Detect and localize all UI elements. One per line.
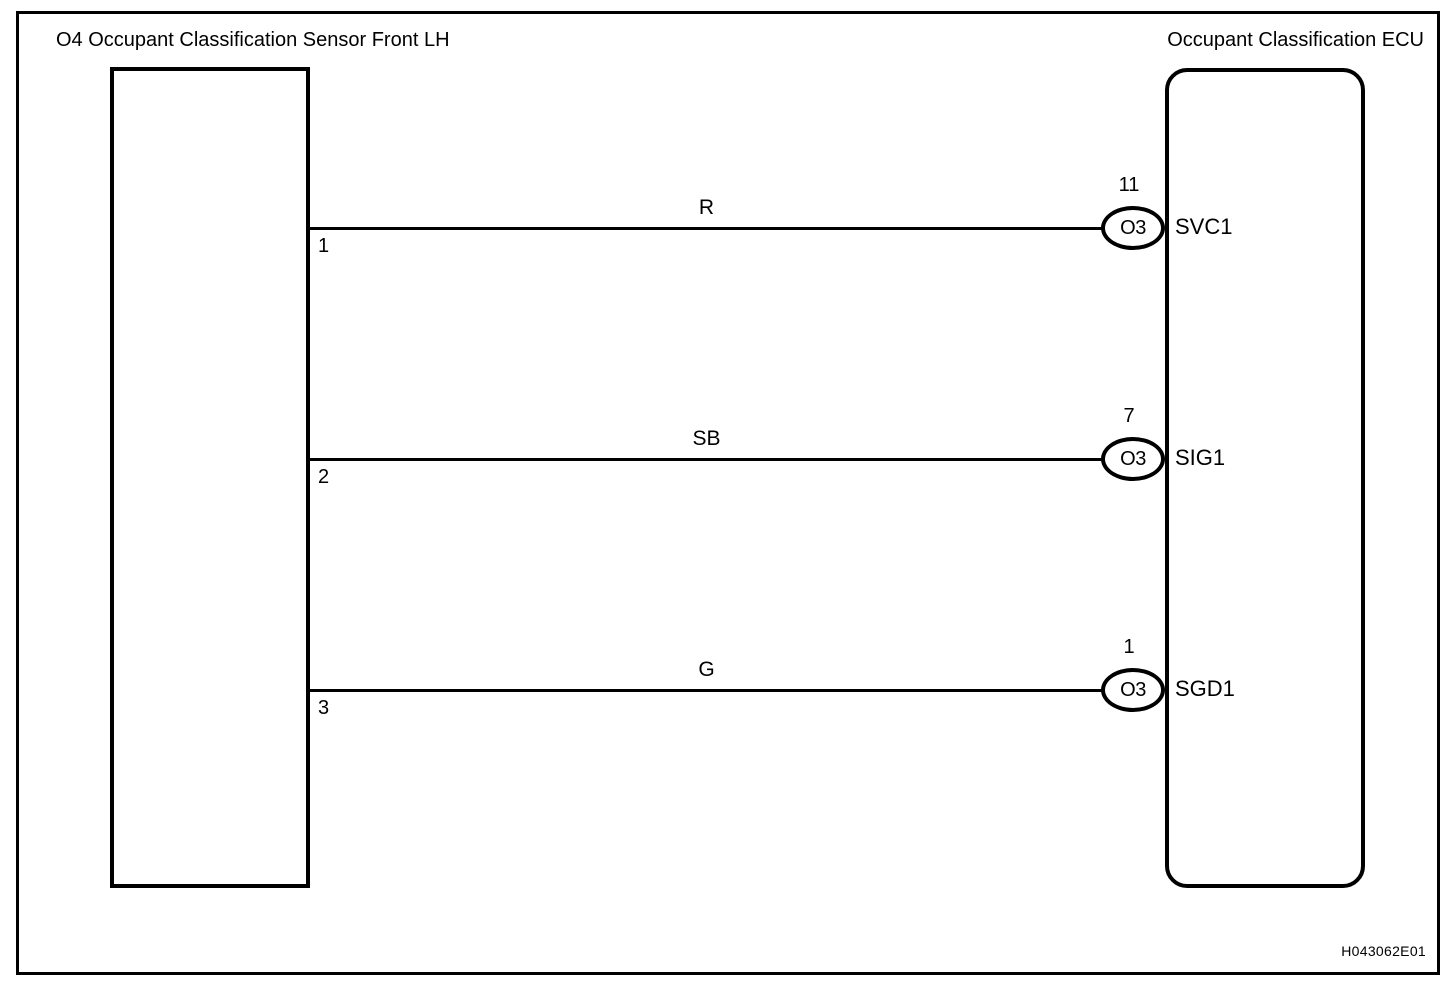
sensor-connector-box bbox=[110, 67, 310, 888]
ecu-border-segment bbox=[1165, 436, 1169, 480]
ecu-signal-name: SIG1 bbox=[1175, 445, 1226, 470]
ecu-border-segment bbox=[1165, 205, 1169, 249]
wire-color-code: R bbox=[698, 196, 715, 219]
diagram-outer-border bbox=[16, 11, 1440, 975]
sensor-component-title: O4 Occupant Classification Sensor Front … bbox=[56, 29, 450, 51]
connector-terminal-oval: O3 bbox=[1101, 437, 1165, 481]
ecu-pin-number: 11 bbox=[1118, 174, 1140, 196]
ecu-signal-name: SGD1 bbox=[1175, 676, 1235, 701]
connector-terminal-oval: O3 bbox=[1101, 206, 1165, 250]
connector-terminal-oval: O3 bbox=[1101, 668, 1165, 712]
wire-color-code: G bbox=[698, 658, 715, 681]
ecu-pin-number: 7 bbox=[1123, 405, 1135, 427]
ecu-component-title: Occupant Classification ECU bbox=[1167, 29, 1424, 51]
diagram-reference-code: H043062E01 bbox=[1341, 943, 1426, 959]
wire-line bbox=[310, 458, 1133, 461]
ecu-pin-number: 1 bbox=[1123, 636, 1135, 658]
sensor-pin-number: 2 bbox=[318, 466, 330, 488]
sensor-pin-number: 3 bbox=[318, 697, 330, 719]
wire-line bbox=[310, 689, 1133, 692]
ecu-border-segment bbox=[1165, 667, 1169, 711]
ecu-box bbox=[1165, 68, 1365, 888]
wire-line bbox=[310, 227, 1133, 230]
ecu-signal-name: SVC1 bbox=[1175, 214, 1233, 239]
wire-color-code: SB bbox=[692, 427, 721, 450]
sensor-pin-number: 1 bbox=[318, 235, 330, 257]
